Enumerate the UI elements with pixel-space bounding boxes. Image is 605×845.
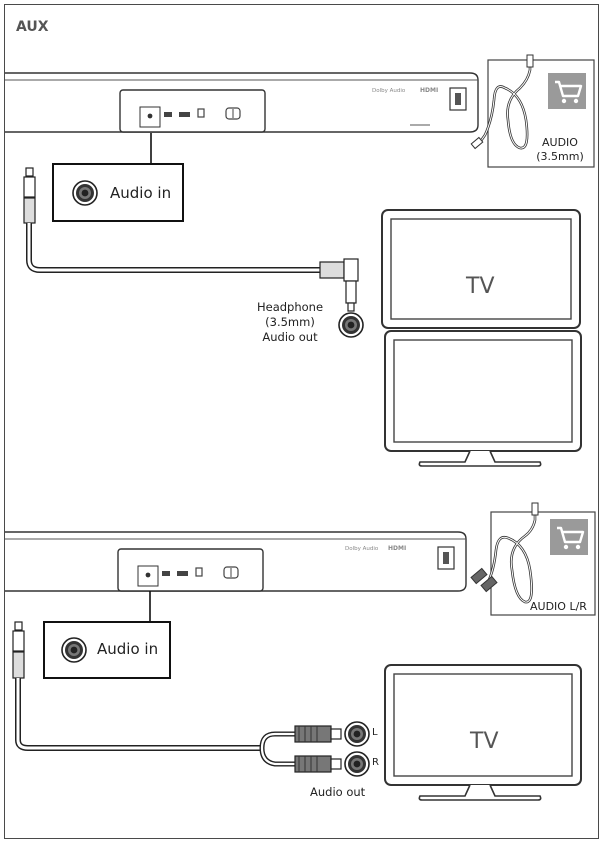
rca-plug-icon — [294, 755, 332, 773]
rca-cable-label: AUDIO L/R — [530, 600, 587, 613]
rca-port-right-icon — [344, 751, 370, 777]
audio-in-label-2: Audio in — [97, 640, 159, 658]
cart-icon — [548, 517, 590, 557]
hdmi-logo-2: HDMI — [388, 545, 406, 552]
cable-label-line1: AUDIO — [542, 136, 578, 149]
audio-in-box — [52, 163, 184, 222]
jack-cable — [23, 167, 359, 312]
dolby-logo: Dolby Audio — [372, 88, 406, 94]
jack-plug-icon — [23, 176, 36, 198]
cart-icon — [546, 71, 588, 111]
left-channel-label: L — [372, 727, 378, 738]
tv-label: TV — [466, 274, 495, 299]
tv-back — [384, 330, 582, 467]
audio-port-icon — [61, 637, 87, 663]
tv-front — [381, 209, 581, 329]
soundbar-bottom — [5, 531, 467, 592]
rca-port-left-icon — [344, 721, 370, 747]
audio-out-line3: Audio out — [262, 330, 318, 344]
tv-2 — [384, 664, 582, 801]
soundbar-top — [5, 72, 479, 133]
audio-port-icon — [72, 180, 98, 206]
rca-cable-box — [470, 502, 596, 616]
dolby-logo-2: Dolby Audio — [345, 546, 379, 552]
tv-label-2: TV — [470, 729, 499, 754]
audio-out-label-2: Audio out — [310, 785, 366, 799]
cable-label: AUDIO (3.5mm) — [530, 136, 590, 164]
audio-in-label: Audio in — [110, 184, 172, 202]
audio-out-line1: Headphone — [256, 300, 324, 314]
cable-label-line2: (3.5mm) — [536, 150, 584, 163]
rca-plug-icon — [294, 725, 332, 743]
audio-in-box-2 — [43, 621, 171, 679]
audio-out-line2: (3.5mm) — [265, 315, 315, 329]
hdmi-logo: HDMI — [420, 87, 438, 94]
cable-box — [470, 54, 595, 168]
headphone-port-icon — [338, 312, 364, 338]
right-channel-label: R — [372, 757, 379, 768]
rca-cable — [12, 621, 342, 773]
jack-plug-icon — [12, 630, 25, 652]
page-frame — [4, 4, 599, 839]
audio-out-label: Headphone (3.5mm) Audio out — [248, 300, 332, 345]
section-title: AUX — [16, 19, 49, 35]
